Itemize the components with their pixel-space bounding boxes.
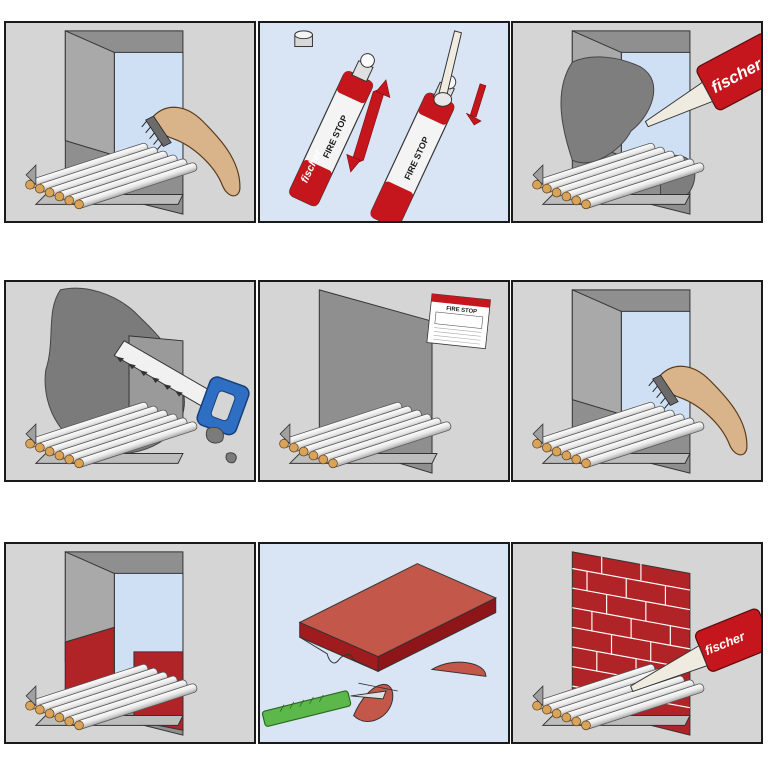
sealant-brick-icon: fischer (532, 551, 761, 736)
step-5-label-attach: FIRE STOP (258, 280, 510, 482)
step-9-sealant-brick: fischer (511, 542, 763, 744)
knife-trim-icon (261, 563, 497, 727)
label-attach-icon: FIRE STOP (279, 289, 491, 474)
brush-cleaning-icon (532, 289, 748, 474)
brush-cleaning-icon (25, 30, 241, 215)
sealant-application-icon: fischer (532, 30, 761, 215)
cartridge-preparation-icon: fischer FIRE STOP FIRE STOP (287, 30, 487, 221)
step-7-brick-insert (4, 542, 256, 744)
step-3-sealant-application: fischer (511, 21, 763, 223)
saw-cutting-icon (25, 287, 250, 469)
step-2-cartridge-preparation: fischer FIRE STOP FIRE STOP (258, 21, 510, 223)
step-6-brush-cleaning (511, 280, 763, 482)
label-product-text: FIRE STOP (446, 306, 477, 315)
step-1-brush-cleaning (4, 21, 256, 223)
step-8-knife-trim (258, 542, 510, 744)
step-4-saw-cutting (4, 280, 256, 482)
brick-insert-icon (25, 551, 199, 736)
